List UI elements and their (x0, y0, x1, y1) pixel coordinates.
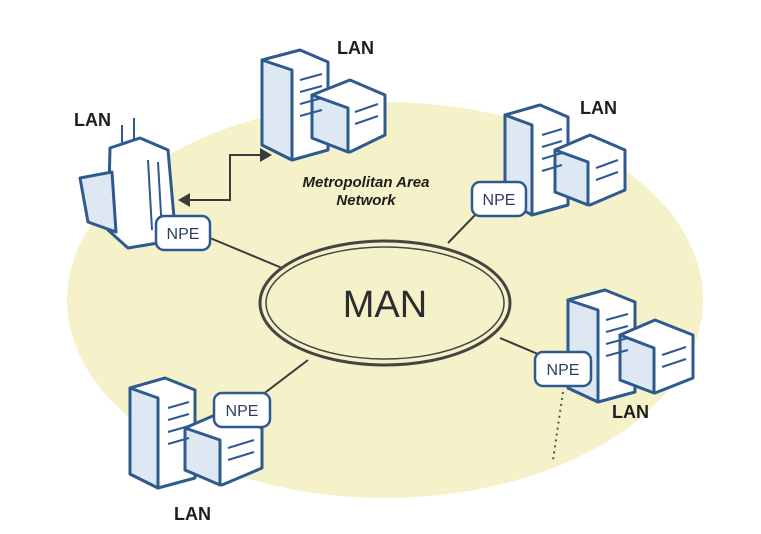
link-left (209, 237, 283, 269)
npe-box: NPE (212, 391, 272, 429)
lan-node-top: LAN (260, 38, 387, 162)
diagram-title-line2: Network (336, 192, 396, 209)
man-ring-inner (265, 246, 505, 360)
npe-box: NPE (533, 350, 593, 388)
link-upper-right (447, 211, 479, 244)
lan-node-left: NPE LAN (74, 110, 212, 252)
bidirectional-arrow (180, 154, 268, 201)
svg-text:NPE: NPE (547, 362, 580, 379)
server-icon (128, 376, 264, 490)
lan-label: LAN (580, 98, 617, 118)
lan-label: LAN (74, 110, 111, 130)
lan-label: LAN (337, 38, 374, 58)
npe-box: NPE (154, 214, 212, 252)
lan-node-upper-right: NPE LAN (470, 98, 627, 218)
arrowhead-right (260, 148, 272, 162)
lan-node-lower-left: NPE LAN (128, 376, 272, 524)
svg-text:NPE: NPE (226, 403, 259, 420)
lan-node-right: NPE LAN (533, 288, 695, 422)
server-icon (260, 48, 387, 162)
svg-text:NPE: NPE (167, 226, 200, 243)
lan-label: LAN (174, 504, 211, 524)
lan-label: LAN (612, 402, 649, 422)
man-label: MAN (343, 284, 427, 326)
npe-box: NPE (470, 180, 528, 218)
link-lower-left (261, 359, 309, 396)
svg-text:NPE: NPE (483, 192, 516, 209)
arrowhead-left (178, 193, 190, 207)
diagram-title-line1: Metropolitan Area (303, 174, 430, 191)
